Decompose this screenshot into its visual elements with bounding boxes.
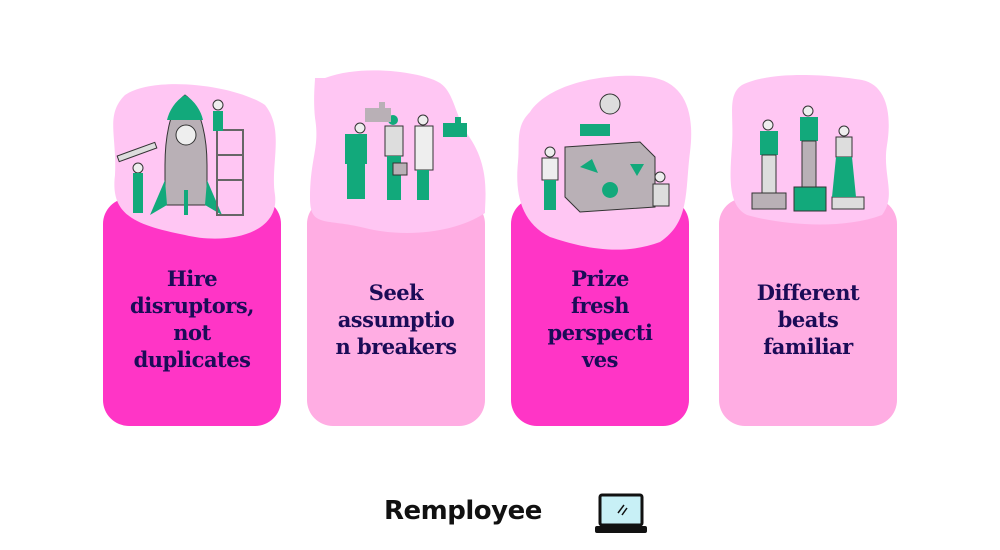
title-line: assumptio [337,306,455,332]
title-line: Seek [368,279,424,305]
title-line: fresh [570,293,630,318]
card-seek-assumption-breakers [307,198,485,426]
title-line: familiar [763,333,853,359]
title-line: Prize [571,266,629,291]
brand-logo-text: Remployee [384,496,542,526]
card-title: Prize fresh perspecti ves [511,200,689,426]
puzzle-team-illustration [310,70,486,233]
title-line: Different [756,279,860,305]
rocket-illustration [113,84,276,239]
title-line: duplicates [133,347,251,372]
title-line: beats [777,306,839,332]
cube-shapes-illustration [517,75,692,250]
laptop-icon [595,493,647,533]
title-line: ves [582,347,618,372]
card-different-beats-familiar [719,198,897,426]
title-line: n breakers [335,333,457,359]
title-line: disruptors, [130,293,254,318]
card-title: Hire disruptors, not duplicates [103,200,281,426]
card-title: Seek assumptio n breakers [307,200,485,426]
title-line: perspecti [547,320,653,345]
title-line: Hire [166,266,218,291]
card-title: Different beats familiar [719,200,897,426]
pedestals-illustration [730,75,889,225]
title-line: not [173,320,211,345]
